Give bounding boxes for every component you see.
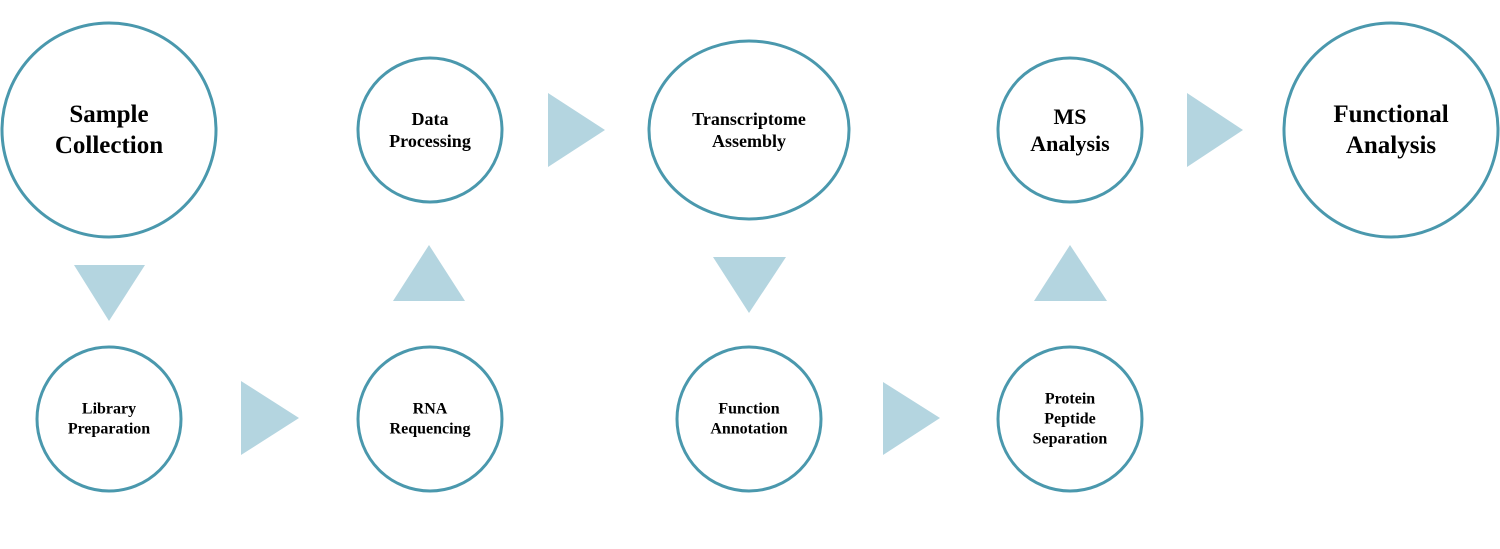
- node-circle-ms-analysis: [996, 56, 1144, 204]
- arrow-annotation-to-protein: [883, 382, 940, 455]
- node-label-data-processing-line-1: Processing: [389, 131, 471, 151]
- node-circle-data-processing: [356, 56, 504, 204]
- node-label-function-annotation-line-1: Annotation: [710, 421, 787, 438]
- node-rna-requencing: RNA Requencing: [356, 345, 504, 493]
- node-label-library-preparation-line-1: Preparation: [68, 421, 150, 438]
- node-label-sample-collection-line-0: Sample: [69, 101, 148, 128]
- node-circle-functional-analysis: [1282, 21, 1500, 239]
- node-label-function-annotation-line-0: Function: [718, 401, 779, 418]
- node-label-ms-analysis-line-0: MS: [1054, 104, 1087, 129]
- arrow-rna-to-data: [393, 245, 465, 301]
- arrow-sample-to-library: [74, 265, 145, 321]
- node-label-functional-analysis-line-1: Analysis: [1346, 132, 1437, 159]
- arrow-data-to-transcriptome: [548, 93, 605, 167]
- node-circle-transcriptome-assembly: [647, 39, 851, 221]
- node-label-rna-requencing-line-0: RNA: [413, 401, 448, 418]
- node-circle-protein-peptide-separation: [996, 345, 1144, 493]
- node-label-protein-peptide-separation-line-2: Separation: [1033, 431, 1108, 448]
- node-label-data-processing-line-0: Data: [412, 109, 449, 129]
- node-label-rna-requencing-line-1: Requencing: [390, 421, 471, 438]
- arrow-ms-to-functional: [1187, 93, 1243, 167]
- node-label-ms-analysis-line-1: Analysis: [1030, 131, 1110, 156]
- node-label-transcriptome-assembly-line-1: Assembly: [712, 131, 786, 151]
- arrow-library-to-rna: [241, 381, 299, 455]
- node-label-protein-peptide-separation-line-0: Protein: [1045, 391, 1095, 408]
- arrow-protein-to-ms: [1034, 245, 1107, 301]
- node-label-library-preparation-line-0: Library: [82, 401, 136, 418]
- node-circle-library-preparation: [35, 345, 183, 493]
- node-label-functional-analysis-line-0: Functional: [1333, 101, 1448, 128]
- arrow-transcriptome-to-annotation: [713, 257, 786, 313]
- node-circle-sample-collection: [0, 21, 218, 239]
- node-label-protein-peptide-separation-line-1: Peptide: [1044, 411, 1096, 428]
- node-label-transcriptome-assembly-line-0: Transcriptome: [692, 109, 806, 129]
- node-label-sample-collection-line-1: Collection: [55, 132, 163, 159]
- node-circle-rna-requencing: [356, 345, 504, 493]
- node-circle-function-annotation: [675, 345, 823, 493]
